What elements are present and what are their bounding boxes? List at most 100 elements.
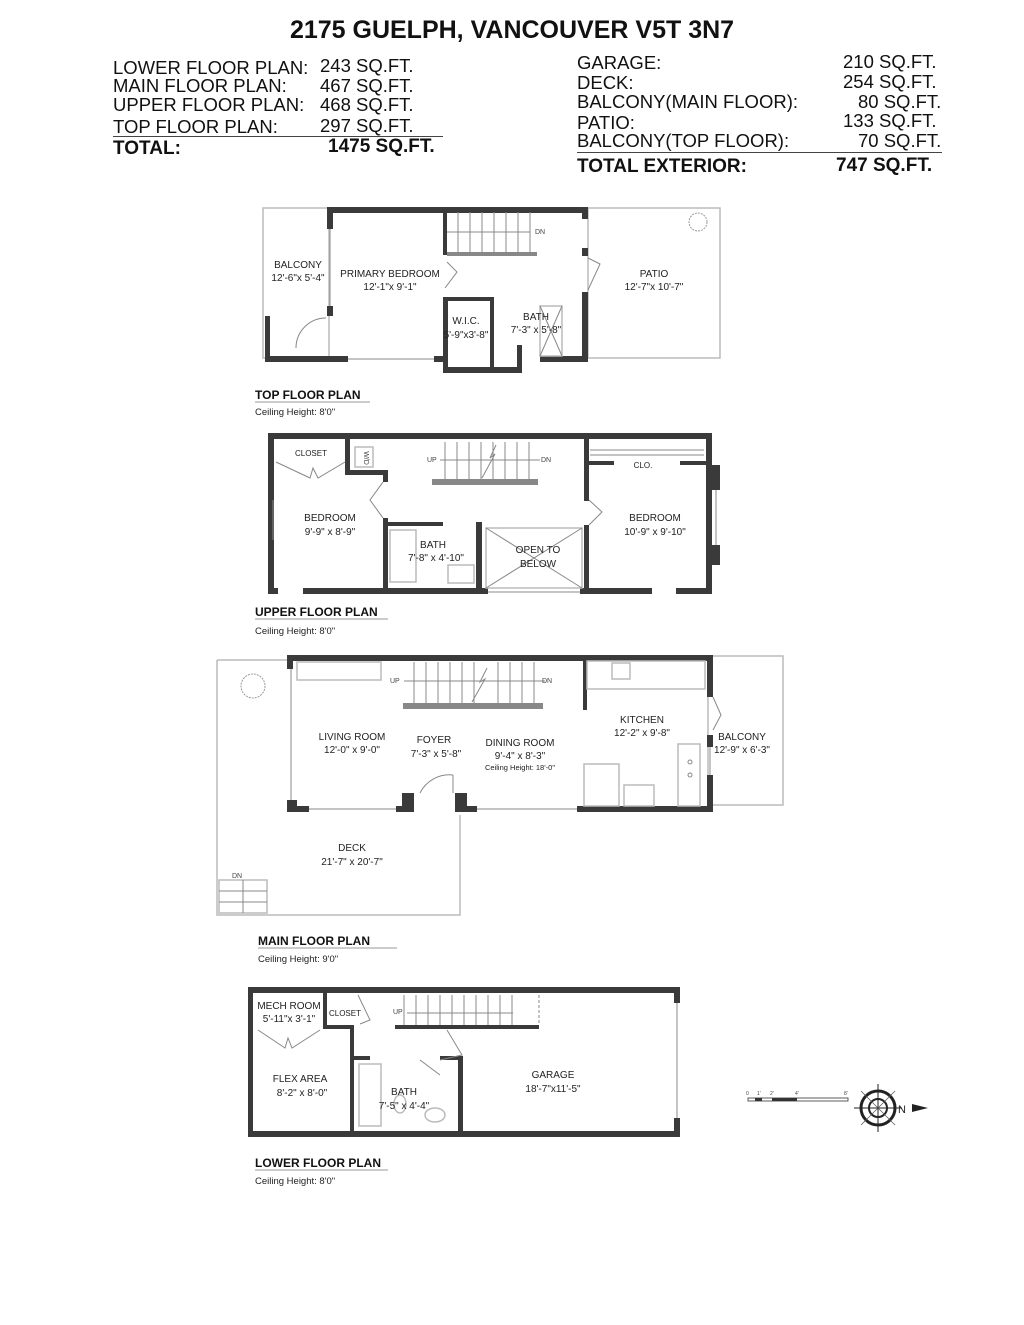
area-label: BALCONY(MAIN FLOOR): xyxy=(577,91,798,112)
room-name: GARAGE xyxy=(532,1070,575,1081)
floor-title: UPPER FLOOR PLAN xyxy=(255,605,378,619)
total-value: 747 SQ.FT. xyxy=(836,155,933,176)
room-dims: 8'-2" x 8'-0" xyxy=(277,1088,328,1099)
room-dims: 9'-4" x 8'-3" xyxy=(495,751,546,762)
open-to-below xyxy=(485,527,583,589)
total-value: 1475 SQ.FT. xyxy=(328,136,435,157)
area-label: BALCONY(TOP FLOOR): xyxy=(577,130,790,151)
island xyxy=(583,763,620,807)
stair-dn-label: DN xyxy=(542,678,552,685)
area-value: 254 SQ.FT. xyxy=(843,71,937,92)
compass-north-label: N xyxy=(898,1104,906,1116)
closet-shelves xyxy=(590,449,704,456)
room-name: BALCONY xyxy=(274,260,322,271)
sink xyxy=(424,1107,446,1123)
total-label: TOTAL: xyxy=(113,138,181,159)
area-value: 243 SQ.FT. xyxy=(320,55,414,76)
room-dims: 12'-9" x 6'-3" xyxy=(714,745,770,756)
washer-dryer xyxy=(354,446,374,468)
area-value: 133 SQ.FT. xyxy=(843,110,937,131)
upper-floor-plan: W/D UP DN CLOSET BEDROOM 9'-9" x 8 xyxy=(255,433,720,637)
area-label: UPPER FLOOR PLAN: xyxy=(113,94,305,115)
area-label: MAIN FLOOR PLAN: xyxy=(113,75,287,96)
room-name: FOYER xyxy=(417,735,451,746)
room-name: BEDROOM xyxy=(304,513,356,524)
room-name: DECK xyxy=(338,843,366,854)
area-value: 210 SQ.FT. xyxy=(843,51,937,72)
scale-tick: 1' xyxy=(757,1091,761,1097)
area-value: 468 SQ.FT. xyxy=(320,94,414,115)
room-dims: 7'-3" x 5'-8" xyxy=(511,325,562,336)
stair-dn-label: DN xyxy=(232,873,242,880)
scale-tick: 8' xyxy=(844,1091,848,1097)
room-name: BEDROOM xyxy=(629,513,681,524)
staircase: UP DN xyxy=(427,442,551,485)
stair-dn-label: DN xyxy=(535,229,545,236)
room-name: MECH ROOM xyxy=(257,1001,320,1012)
entry-door xyxy=(419,774,454,794)
toilet xyxy=(393,1094,407,1114)
deck-stairs: DN xyxy=(218,873,268,914)
room-name: BALCONY xyxy=(718,732,766,743)
total-label: TOTAL EXTERIOR: xyxy=(577,156,747,177)
room-name: CLO. xyxy=(634,461,653,470)
room-name: CLOSET xyxy=(295,449,327,458)
room-dims: 7'-3" x 5'-8" xyxy=(411,749,462,760)
patio-outline xyxy=(587,207,721,359)
room-name: BATH xyxy=(420,540,446,551)
floor-title: TOP FLOOR PLAN xyxy=(255,388,361,402)
ceiling-height: Ceiling Height: 8'0" xyxy=(255,1176,335,1187)
north-arrow-icon xyxy=(912,1104,928,1112)
room-dims: 12'-6"x 5'-4" xyxy=(271,273,325,284)
room-name: FLEX AREA xyxy=(273,1074,328,1085)
stove xyxy=(623,784,655,807)
room-dims: 5'-9"x3'-8" xyxy=(444,330,489,341)
divider xyxy=(577,152,942,153)
area-label: LOWER FLOOR PLAN: xyxy=(113,57,309,78)
staircase: UP xyxy=(393,995,540,1025)
floor-title: LOWER FLOOR PLAN xyxy=(255,1156,381,1170)
media-unit xyxy=(296,661,382,681)
ceiling-height: Ceiling Height: 9'0" xyxy=(258,954,338,965)
room-dims: 12'-1"x 9'-1" xyxy=(363,282,417,293)
room-note: Ceiling Height: 18'-0" xyxy=(485,763,555,772)
room-name: W.I.C. xyxy=(452,316,479,327)
ceiling-height: Ceiling Height: 8'0" xyxy=(255,407,335,418)
room-name: PATIO xyxy=(640,269,669,280)
shower xyxy=(539,305,563,357)
staircase: DN xyxy=(447,212,545,256)
room-dims: 5'-11"x 3'-1" xyxy=(263,1014,316,1025)
kitchen-counters xyxy=(583,660,706,807)
main-floor-plan: DN xyxy=(216,655,784,965)
room-name: DINING ROOM xyxy=(486,738,555,749)
top-floor-plan: DN BALCONY 12'-6"x 5'-4" PRIMARY BEDROOM… xyxy=(255,207,721,418)
room-dims: BELOW xyxy=(520,559,557,570)
room-dims: 7'-5" x 4'-4" xyxy=(379,1101,430,1112)
room-dims: 12'-2" x 9'-8" xyxy=(614,728,670,739)
area-label: PATIO: xyxy=(577,112,635,133)
sink xyxy=(447,564,475,584)
ceiling-height: Ceiling Height: 8'0" xyxy=(255,626,335,637)
room-dims: 9'-9" x 8'-9" xyxy=(305,527,356,538)
room-name: BATH xyxy=(391,1087,417,1098)
divider xyxy=(113,136,443,137)
room-dims: 21'-7" x 20'-7" xyxy=(321,857,383,868)
room-dims: 12'-0" x 9'-0" xyxy=(324,745,380,756)
tree-icon xyxy=(240,673,266,699)
scale-tick: 2' xyxy=(770,1091,774,1097)
room-name: BATH xyxy=(523,312,549,323)
area-label: DECK: xyxy=(577,72,634,93)
stair-up-label: UP xyxy=(393,1009,403,1016)
area-value: 297 SQ.FT. xyxy=(320,115,414,136)
room-name: CLOSET xyxy=(329,1009,361,1018)
scale-tick: 0 xyxy=(746,1091,749,1097)
floor-title: MAIN FLOOR PLAN xyxy=(258,934,370,948)
property-address-title: 2175 GUELPH, VANCOUVER V5T 3N7 xyxy=(289,16,735,44)
area-value: 467 SQ.FT. xyxy=(320,75,414,96)
balcony-outline xyxy=(707,655,784,806)
lower-floor-plan: UP MECH ROOM 5'-11"x 3'-1" CLOSET FLEX A… xyxy=(248,987,680,1187)
deck-outline xyxy=(216,659,461,916)
scale-bar: 0 1' 2' 4' 8' xyxy=(746,1091,849,1102)
